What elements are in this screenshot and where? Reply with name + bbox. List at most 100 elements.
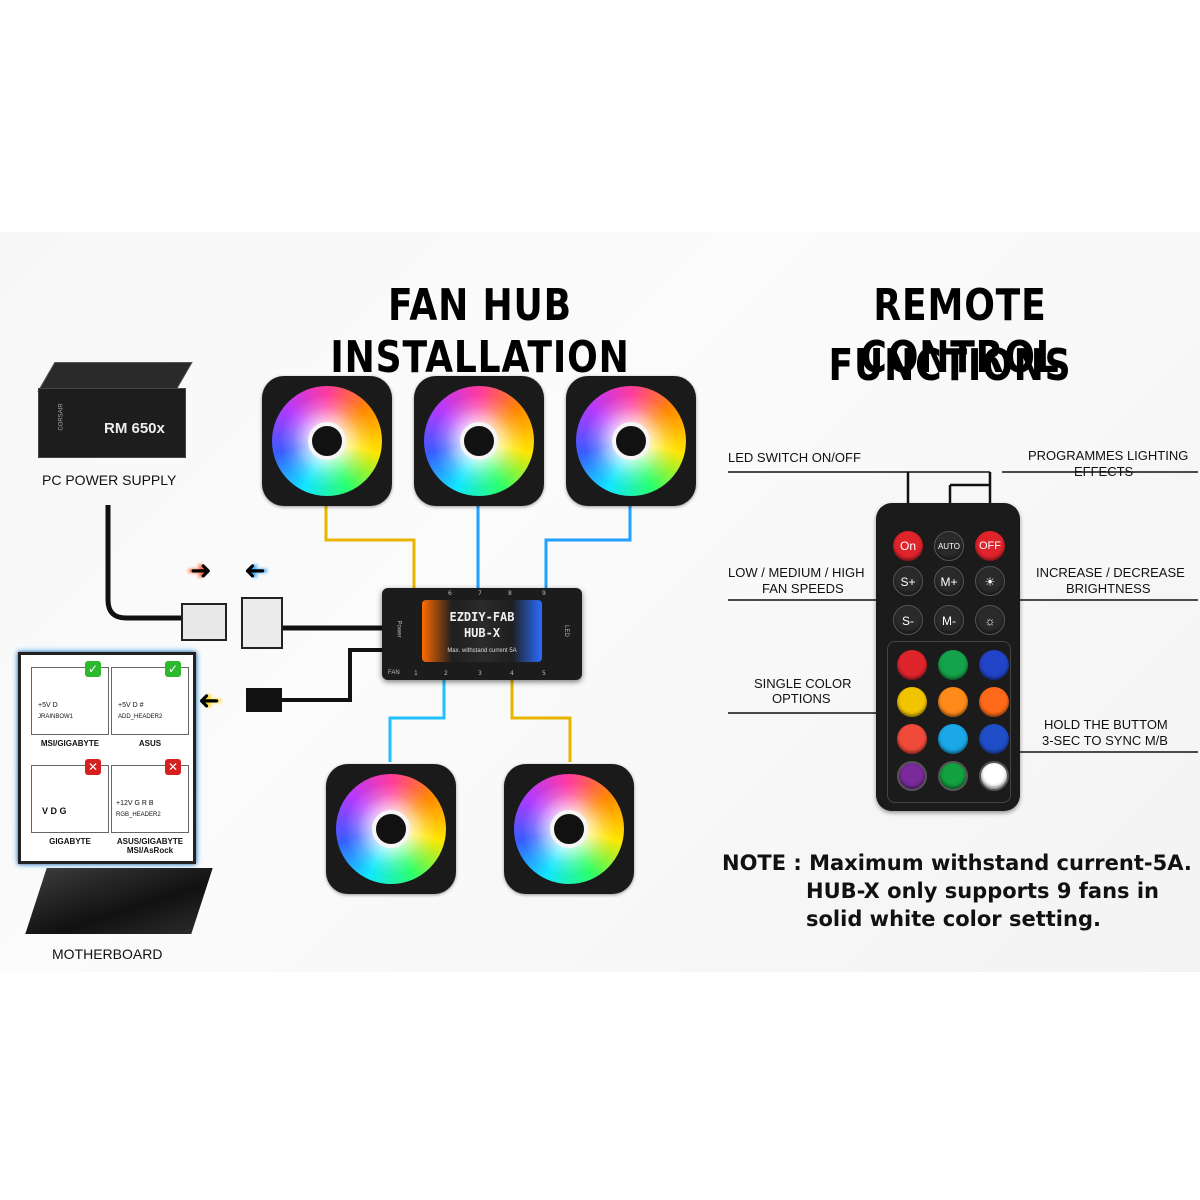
hub-port-7: 7 xyxy=(478,590,482,597)
remote-title-line1: REMOTE CONTROL xyxy=(860,280,1060,383)
hub-led-label: LED xyxy=(562,625,569,637)
header-cell: V D G xyxy=(31,765,109,833)
sata-connector-female xyxy=(181,603,227,641)
callout-single-line1: SINGLE COLOR xyxy=(754,676,852,691)
auto-button[interactable]: AUTO xyxy=(934,531,964,561)
header-pins: +5V D # xyxy=(118,702,144,709)
callout-hold-line1: HOLD THE BUTTOM xyxy=(1044,717,1168,732)
check-icon: ✓ xyxy=(85,661,101,677)
motherboard-illustration xyxy=(25,868,213,934)
header-name: ASUS xyxy=(138,739,162,748)
header-sub: ADD_HEADER2 xyxy=(118,714,163,720)
hub-port-5: 5 xyxy=(542,670,546,677)
brightness-down-button[interactable]: ☼ xyxy=(975,605,1005,635)
note-line-1: NOTE : Maximum withstand current-5A. xyxy=(722,851,1192,875)
hub-title: EZDIY-FAB xyxy=(449,610,515,624)
cross-icon: ✕ xyxy=(165,759,181,775)
hub-subtitle: HUB-X xyxy=(463,626,501,640)
note-line-3: solid white color setting. xyxy=(806,907,1101,931)
argb-connector xyxy=(246,688,282,712)
callout-brightness-line2: BRIGHTNESS xyxy=(1066,581,1151,596)
header-name: MSI/GIGABYTE xyxy=(40,739,100,748)
hub-port-9: 9 xyxy=(542,590,546,597)
header-pins: V D G xyxy=(42,806,67,816)
callout-speeds-line1: LOW / MEDIUM / HIGH xyxy=(728,565,865,580)
hub-power-label: Power xyxy=(395,620,402,638)
led-on-button[interactable]: On xyxy=(893,531,923,561)
color-button[interactable] xyxy=(938,687,968,717)
brightness-up-button[interactable]: ☀ xyxy=(975,566,1005,596)
arrow-left-icon: ➜ xyxy=(198,686,220,716)
rgb-fan xyxy=(326,764,456,894)
header-cell: +5V D # ADD_HEADER2 xyxy=(111,667,189,735)
color-button[interactable] xyxy=(897,650,927,680)
color-button[interactable] xyxy=(938,761,968,791)
color-button[interactable] xyxy=(897,724,927,754)
callout-single-line2: OPTIONS xyxy=(772,691,831,706)
sun-icon: ☀ xyxy=(984,575,996,589)
hub-port-2: 2 xyxy=(444,670,448,677)
color-button[interactable] xyxy=(897,687,927,717)
note-line-2: HUB-X only supports 9 fans in xyxy=(806,879,1160,903)
callout-speeds-line2: FAN SPEEDS xyxy=(762,581,844,596)
color-button[interactable] xyxy=(938,650,968,680)
hub-port-6: 6 xyxy=(448,590,452,597)
installation-title: FAN HUB INSTALLATION xyxy=(330,280,630,383)
callout-programmes-line1: PROGRAMMES LIGHTING xyxy=(1028,448,1189,463)
motherboard-label: MOTHERBOARD xyxy=(52,946,163,962)
rgb-fan xyxy=(262,376,392,506)
color-button[interactable] xyxy=(938,724,968,754)
color-button[interactable] xyxy=(979,761,1009,791)
color-button[interactable] xyxy=(979,687,1009,717)
header-name: ASUS/GIGABYTE MSI/AsRock xyxy=(116,837,184,855)
mode-down-button[interactable]: M- xyxy=(934,605,964,635)
hub-port-3: 3 xyxy=(478,670,482,677)
callout-programmes-line2: EFFECTS xyxy=(1074,464,1134,479)
fan-hub: EZDIY-FAB HUB-X Max. withstand current 5… xyxy=(382,588,582,680)
callout-led-switch: LED SWITCH ON/OFF xyxy=(728,450,861,465)
argb-header-compatibility: +5V D JRAINBOW1 +5V D # ADD_HEADER2 V D … xyxy=(18,652,196,864)
speed-up-button[interactable]: S+ xyxy=(893,566,923,596)
check-icon: ✓ xyxy=(165,661,181,677)
rgb-fan xyxy=(566,376,696,506)
fan-wire-1 xyxy=(324,505,416,588)
led-off-button[interactable]: OFF xyxy=(975,531,1005,561)
hub-current-note: Max. withstand current 5A xyxy=(447,648,517,654)
psu-model: RM 650x xyxy=(104,420,165,437)
hub-display: EZDIY-FAB HUB-X Max. withstand current 5… xyxy=(422,600,542,662)
color-button[interactable] xyxy=(979,650,1009,680)
psu-label: PC POWER SUPPLY xyxy=(42,472,177,488)
callout-hold-line2: 3-SEC TO SYNC M/B xyxy=(1042,733,1168,748)
hub-port-1: 1 xyxy=(414,670,418,677)
sun-icon: ☼ xyxy=(984,614,996,628)
rgb-fan xyxy=(504,764,634,894)
power-supply-illustration: CORSAIR RM 650x xyxy=(37,344,193,460)
sata-connector-male xyxy=(241,597,283,649)
rgb-fan xyxy=(414,376,544,506)
argb-cable xyxy=(282,648,382,702)
header-pins: +12V G R B xyxy=(116,800,154,807)
header-cell: +12V G R B RGB_HEADER2 xyxy=(111,765,189,833)
fan-wire-5 xyxy=(510,680,572,762)
psu-brand: CORSAIR xyxy=(58,403,65,431)
header-cell: +5V D JRAINBOW1 xyxy=(31,667,109,735)
fan-wire-3 xyxy=(544,505,632,588)
header-sub: JRAINBOW1 xyxy=(38,714,74,720)
color-button[interactable] xyxy=(897,761,927,791)
header-pins: +5V D xyxy=(38,702,58,709)
hub-port-4: 4 xyxy=(510,670,514,677)
remote-title-line2: FUNCTIONS xyxy=(828,340,1072,391)
arrow-right-icon: ➜ xyxy=(190,556,212,586)
color-button-grid xyxy=(887,641,1011,803)
callout-brightness-line1: INCREASE / DECREASE xyxy=(1036,565,1185,580)
psu-cable xyxy=(105,505,182,621)
hub-fan-label: FAN xyxy=(388,670,400,676)
color-button[interactable] xyxy=(979,724,1009,754)
hub-port-8: 8 xyxy=(508,590,512,597)
remote-control: On AUTO OFF S+ M+ ☀ S- M- ☼ xyxy=(876,503,1020,811)
header-name: GIGABYTE xyxy=(49,837,91,846)
speed-down-button[interactable]: S- xyxy=(893,605,923,635)
mode-up-button[interactable]: M+ xyxy=(934,566,964,596)
arrow-left-icon: ➜ xyxy=(244,556,266,586)
